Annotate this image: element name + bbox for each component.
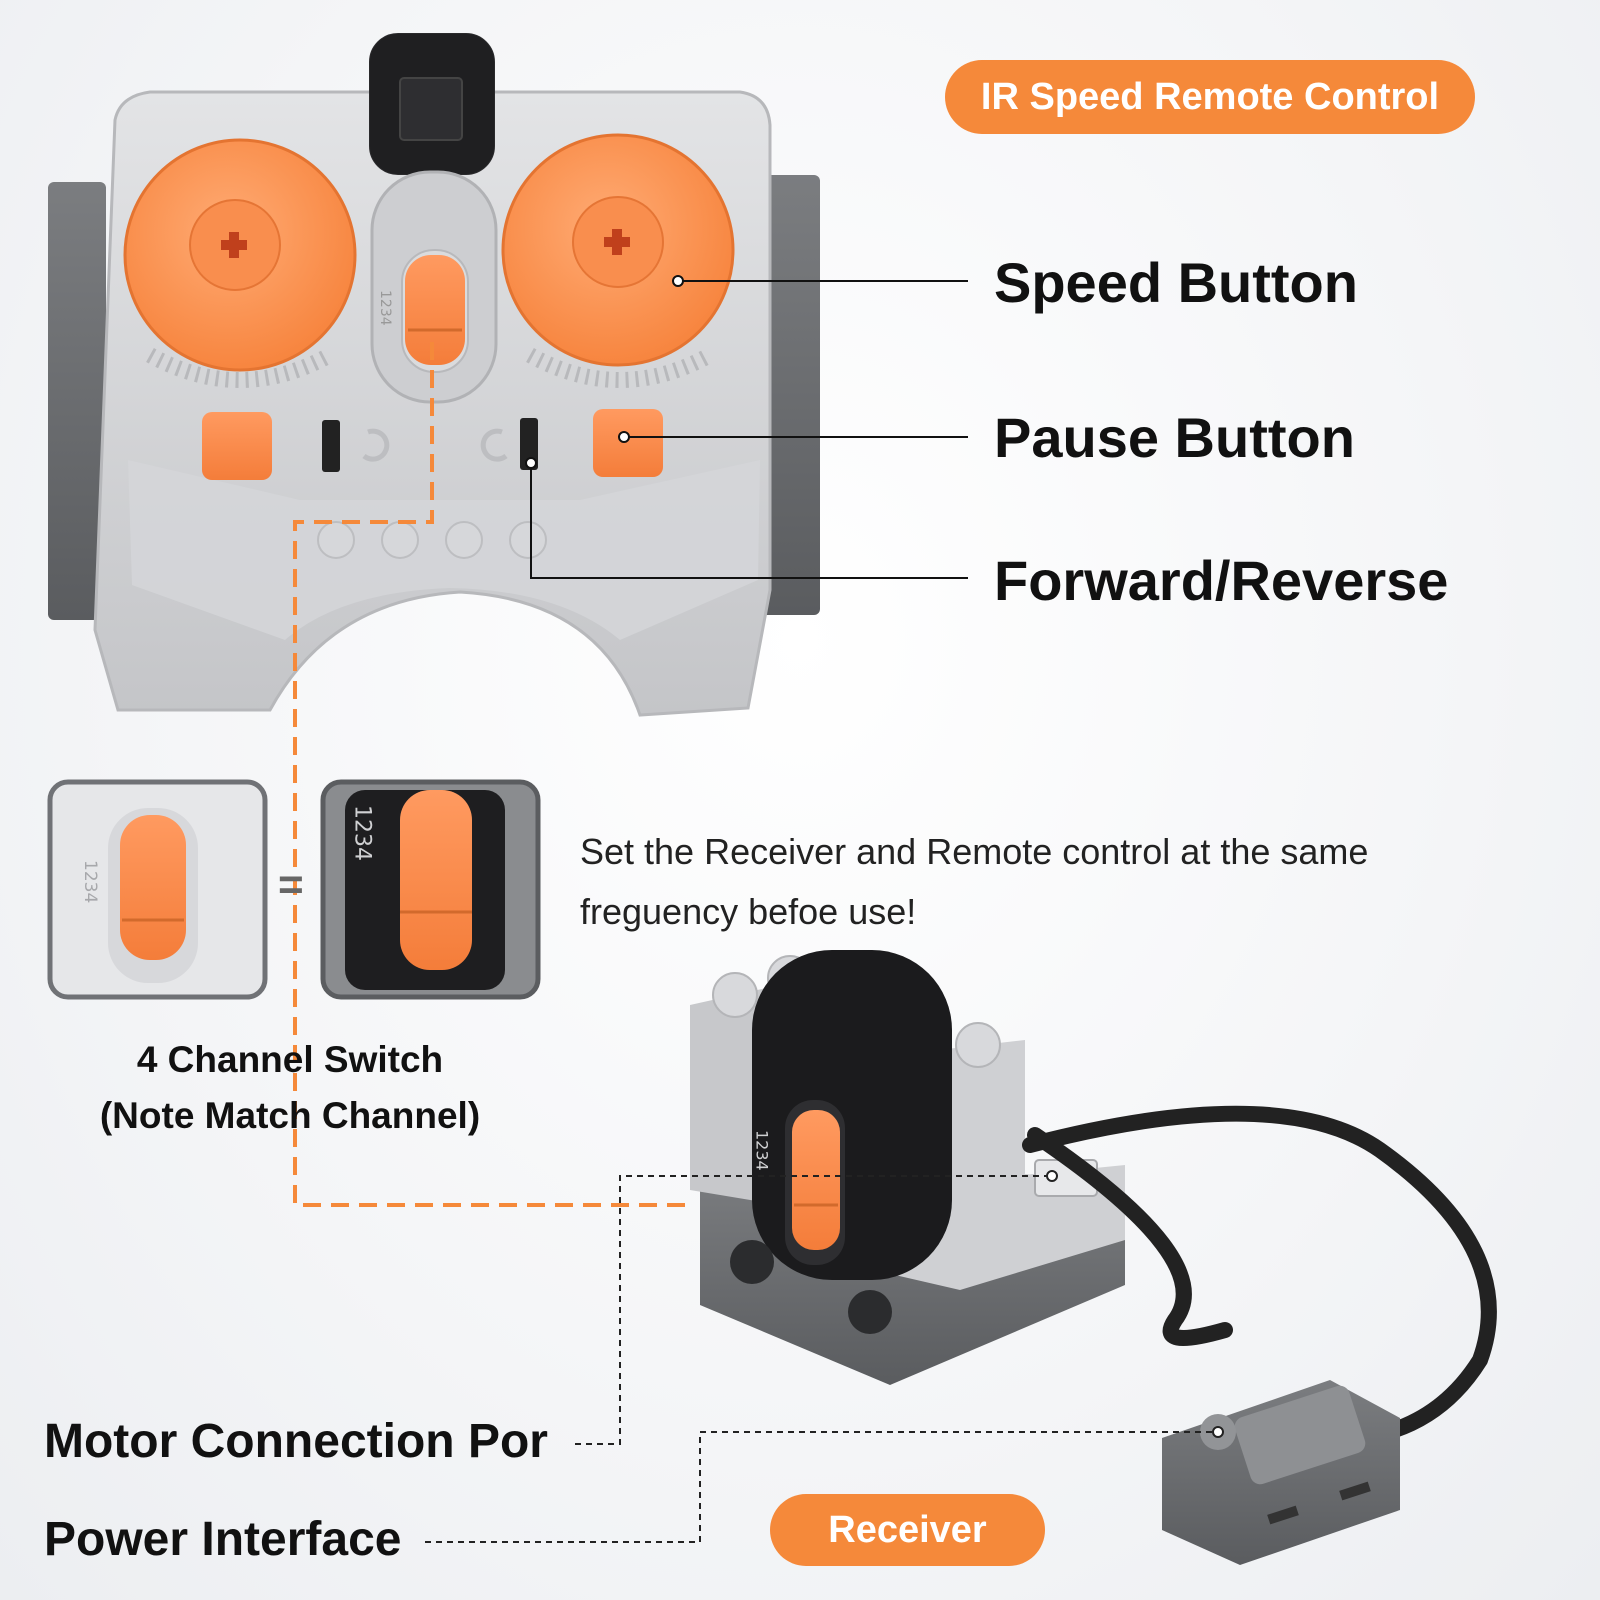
callout-leader-lines [525,275,968,579]
stud [317,521,355,559]
channel-switch-zoom-remote: 1234 [47,779,268,1000]
pause-leader-dot [618,431,630,443]
remote-channel-numbers: 1234 [377,290,393,326]
pause-button-label: Pause Button [994,406,1355,469]
reverse-icon-right [480,428,508,462]
motor-port-leader-dot [1046,1170,1058,1182]
speed-leader-dot [672,275,684,287]
direction-leader-line [530,468,968,579]
receiver-leader-lines [425,1170,1224,1543]
receiver-ir-eye [752,950,952,1280]
zoom-slider-knob-receiver [400,790,472,970]
axle-hole-left [221,232,247,258]
forward-reverse-label: Forward/Reverse [994,549,1449,612]
instruction-note-line-1: Set the Receiver and Remote control at t… [580,831,1369,872]
power-interface-leader-dot [1212,1426,1224,1438]
ir-emitter-window [399,77,463,141]
instruction-note-line-2: freguency befoe use! [580,891,917,932]
power-cable [1022,1105,1497,1448]
remote-side-rail-left [48,182,106,620]
direction-switch-left[interactable] [322,420,340,472]
channel-switch-caption: 4 Channel Switch (Note Match Channel) [40,1032,540,1144]
channel-switch-zoom-receiver: 1234 [320,779,541,1000]
zoom-slider-knob-remote [120,815,186,960]
receiver-pin-hole [730,1240,774,1284]
speed-button-label: Speed Button [994,251,1358,314]
stud [445,521,483,559]
zoom-channel-numbers-receiver: 1234 [350,805,375,861]
power-interface-leader [425,1431,1215,1543]
equals-sign: = [278,860,304,909]
receiver-channel-numbers: 1234 [753,1130,772,1171]
direction-switch-right[interactable] [520,418,538,470]
remote-side-rail-right [760,175,820,615]
power-interface-label: Power Interface [44,1513,402,1566]
remote-control: 1234 [48,33,820,717]
receiver-pin-hole [848,1290,892,1334]
power-plug-slot [1339,1481,1371,1501]
axle-hole-right [604,229,630,255]
motor-connection-label: Motor Connection Por [44,1415,548,1468]
direction-leader-dot [525,457,537,469]
channel-switch-caption-line-2: (Note Match Channel) [99,1095,481,1136]
motor-port-leader [575,1175,1050,1445]
power-plug-top [1234,1385,1366,1485]
power-plug-slot [1267,1505,1299,1525]
stud [509,521,547,559]
receiver-stud [712,972,758,1018]
pause-button-left[interactable] [202,412,272,480]
zoom-channel-numbers-remote: 1234 [80,860,100,903]
remote-lower-panel [128,460,760,640]
channel-link-dashed-line [293,342,695,1207]
pause-button-right[interactable] [593,409,663,477]
title-badge: IR Speed Remote Control [945,60,1475,134]
stud [381,521,419,559]
receiver-channel-slider[interactable] [792,1110,840,1250]
instruction-note: Set the Receiver and Remote control at t… [580,822,1580,942]
receiver-stud [955,1022,1001,1068]
channel-switch-caption-line-1: 4 Channel Switch [136,1039,444,1080]
receiver-right-block [895,1040,1125,1290]
receiver-badge: Receiver [770,1494,1045,1566]
ir-receiver: 1234 [690,950,1497,1565]
channel-slider-knob[interactable] [405,255,465,365]
reverse-icon-left [362,428,390,462]
